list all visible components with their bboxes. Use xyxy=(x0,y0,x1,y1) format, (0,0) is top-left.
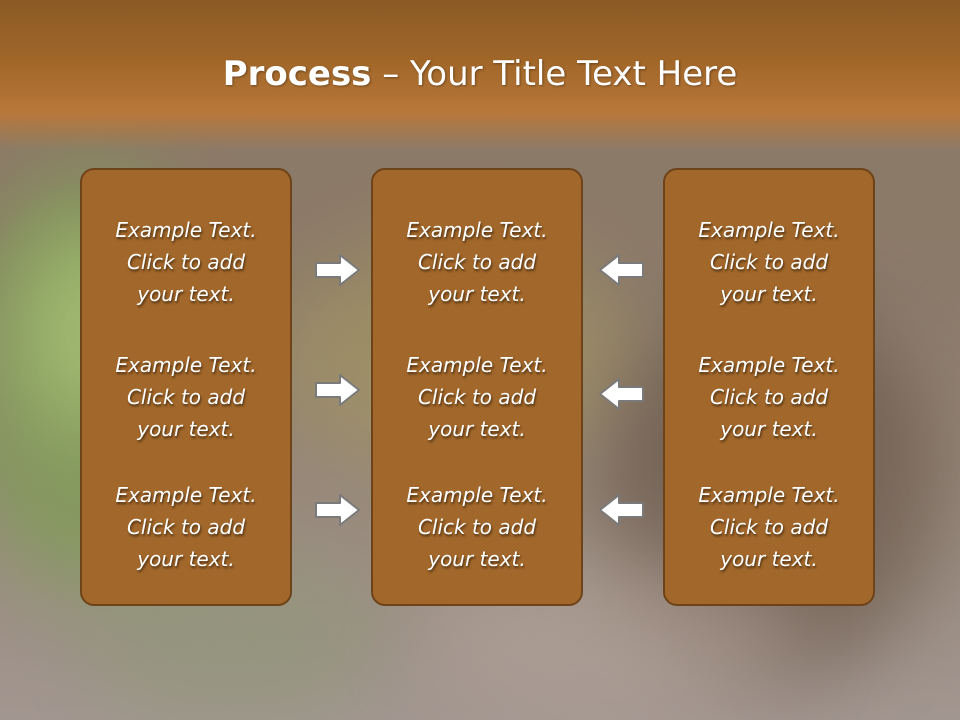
line: Click to add xyxy=(417,385,537,409)
text-placeholder[interactable]: Example Text. Click to add your text. xyxy=(373,214,581,310)
text-placeholder[interactable]: Example Text. Click to add your text. xyxy=(665,479,873,575)
line: Click to add xyxy=(709,250,829,274)
title-rest: – Your Title Text Here xyxy=(371,54,738,94)
line: Example Text. xyxy=(406,483,548,507)
line: Example Text. xyxy=(698,483,840,507)
line: Example Text. xyxy=(115,483,257,507)
line: your text. xyxy=(137,282,235,306)
line: Click to add xyxy=(126,250,246,274)
line: your text. xyxy=(428,282,526,306)
line: Click to add xyxy=(709,515,829,539)
line: Example Text. xyxy=(406,353,548,377)
text-placeholder[interactable]: Example Text. Click to add your text. xyxy=(665,214,873,310)
text-placeholder[interactable]: Example Text. Click to add your text. xyxy=(82,214,290,310)
line: Example Text. xyxy=(115,353,257,377)
line: your text. xyxy=(720,417,818,441)
process-box-right[interactable]: Example Text. Click to add your text. Ex… xyxy=(663,168,875,606)
line: Click to add xyxy=(417,250,537,274)
line: Example Text. xyxy=(406,218,548,242)
title-bold: Process xyxy=(222,54,372,94)
line: your text. xyxy=(428,417,526,441)
slide-title[interactable]: Process – Your Title Text Here xyxy=(0,52,960,96)
text-placeholder[interactable]: Example Text. Click to add your text. xyxy=(373,349,581,445)
line: your text. xyxy=(720,282,818,306)
right-arrow-icon[interactable] xyxy=(314,252,362,288)
text-placeholder[interactable]: Example Text. Click to add your text. xyxy=(373,479,581,575)
line: your text. xyxy=(137,547,235,571)
title-banner xyxy=(0,0,960,150)
line: your text. xyxy=(720,547,818,571)
line: Click to add xyxy=(126,515,246,539)
left-arrow-icon[interactable] xyxy=(597,376,645,412)
left-arrow-icon[interactable] xyxy=(597,492,645,528)
line: Example Text. xyxy=(698,218,840,242)
right-arrow-icon[interactable] xyxy=(314,492,362,528)
text-placeholder[interactable]: Example Text. Click to add your text. xyxy=(82,349,290,445)
line: Click to add xyxy=(126,385,246,409)
line: your text. xyxy=(428,547,526,571)
line: Example Text. xyxy=(115,218,257,242)
line: Click to add xyxy=(709,385,829,409)
line: Example Text. xyxy=(698,353,840,377)
text-placeholder[interactable]: Example Text. Click to add your text. xyxy=(82,479,290,575)
left-arrow-icon[interactable] xyxy=(597,252,645,288)
process-box-left[interactable]: Example Text. Click to add your text. Ex… xyxy=(80,168,292,606)
right-arrow-icon[interactable] xyxy=(314,372,362,408)
line: your text. xyxy=(137,417,235,441)
text-placeholder[interactable]: Example Text. Click to add your text. xyxy=(665,349,873,445)
process-box-center[interactable]: Example Text. Click to add your text. Ex… xyxy=(371,168,583,606)
line: Click to add xyxy=(417,515,537,539)
